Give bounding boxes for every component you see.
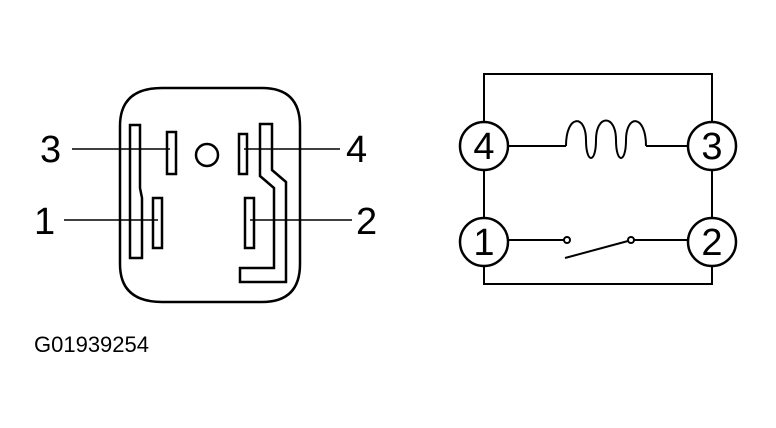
center-hole	[194, 142, 220, 168]
terminal-4-circle	[458, 120, 510, 172]
relay-connector-view	[64, 86, 352, 304]
terminal-2-4-l-blade	[238, 122, 288, 284]
wire-top	[483, 73, 713, 122]
figure-code: G01939254	[34, 332, 149, 357]
terminal-3-label: 3	[701, 126, 722, 168]
terminal-1-blade	[151, 196, 164, 250]
wire-bottom	[483, 266, 713, 285]
terminal-4-label: 4	[473, 126, 494, 168]
coil-symbol	[565, 119, 647, 159]
connector-label-1: 1	[34, 201, 55, 243]
relay-schematic	[458, 73, 738, 285]
connector-label-4: 4	[346, 129, 367, 171]
terminal-1-3-l-blade	[128, 123, 144, 260]
switch-contact-left	[563, 236, 571, 244]
terminal-2-circle	[686, 216, 738, 268]
connector-label-3: 3	[40, 129, 61, 171]
terminal-3-blade	[165, 130, 178, 176]
switch-contact-right	[627, 236, 635, 244]
terminal-3-circle	[686, 120, 738, 172]
terminal-4-blade	[237, 132, 249, 176]
connector-housing	[118, 86, 302, 304]
terminal-1-label: 1	[473, 222, 494, 264]
terminal-2-label: 2	[701, 222, 722, 264]
terminal-2-blade	[243, 196, 256, 250]
switch-blade	[564, 240, 629, 259]
terminal-1-circle	[458, 216, 510, 268]
connector-label-2: 2	[356, 201, 377, 243]
